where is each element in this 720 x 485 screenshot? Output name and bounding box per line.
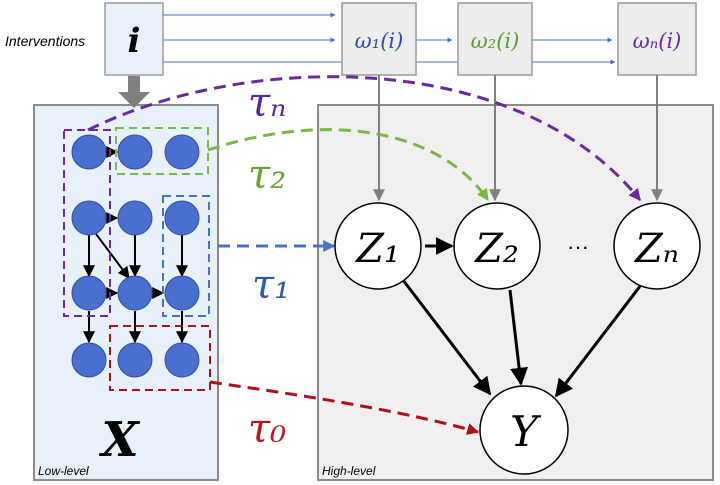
- tau-1-label: τ₁: [252, 262, 290, 308]
- low-level-caption: Low-level: [38, 464, 89, 478]
- tau-0-arrow: [209, 380, 480, 435]
- node-r4c3: [164, 342, 200, 378]
- high-level-edges: [401, 237, 643, 398]
- ellipsis: ···: [567, 234, 589, 259]
- z1-label: Z₁: [354, 226, 400, 272]
- z1-node: [334, 202, 422, 290]
- tau-2-label: τ₂: [248, 152, 286, 198]
- x-symbol: X: [98, 412, 140, 468]
- omega1-label: ω₁(i): [355, 29, 404, 53]
- zn-label: Zₙ: [633, 226, 679, 272]
- low-level-nodes: [71, 134, 200, 378]
- y-label: Y: [510, 407, 542, 456]
- node-r1c2: [117, 134, 153, 170]
- tau-n-label: τₙ: [248, 80, 286, 126]
- omegan-label: ωₙ(i): [633, 29, 682, 53]
- z2-node: [453, 202, 541, 290]
- node-r2c1: [71, 200, 107, 236]
- intervention-down-arrow: [118, 76, 150, 108]
- tau-2-group-box: [115, 127, 209, 175]
- intervention-box: [104, 2, 164, 76]
- omega2-label: ω₂(i): [471, 29, 520, 53]
- node-r1c1: [71, 134, 107, 170]
- zn-node: [613, 202, 701, 290]
- y-node: [479, 385, 569, 475]
- interventions-label: Interventions: [5, 33, 85, 49]
- node-r2c3: [164, 200, 200, 236]
- tau-2-arrow: [207, 128, 490, 201]
- z2-label: Z₂: [473, 226, 519, 272]
- node-r4c2: [117, 342, 153, 378]
- node-r3c2: [117, 275, 153, 311]
- tau-1-group-box: [162, 195, 210, 317]
- node-r2c2: [117, 200, 153, 236]
- omegan-box: [617, 2, 697, 76]
- tau-0-group-box: [109, 325, 211, 391]
- high-level-caption: High-level: [322, 464, 376, 478]
- node-r3c1: [71, 275, 107, 311]
- tau-n-arrow: [87, 75, 642, 201]
- tau-0-label: τ₀: [248, 406, 286, 452]
- intervention-symbol: i: [128, 21, 141, 61]
- node-r3c3: [164, 275, 200, 311]
- node-r4c1: [71, 342, 107, 378]
- omega1-box: [341, 2, 417, 76]
- node-r1c3: [164, 134, 200, 170]
- omega2-box: [457, 2, 533, 76]
- tau-n-group-box: [63, 129, 111, 317]
